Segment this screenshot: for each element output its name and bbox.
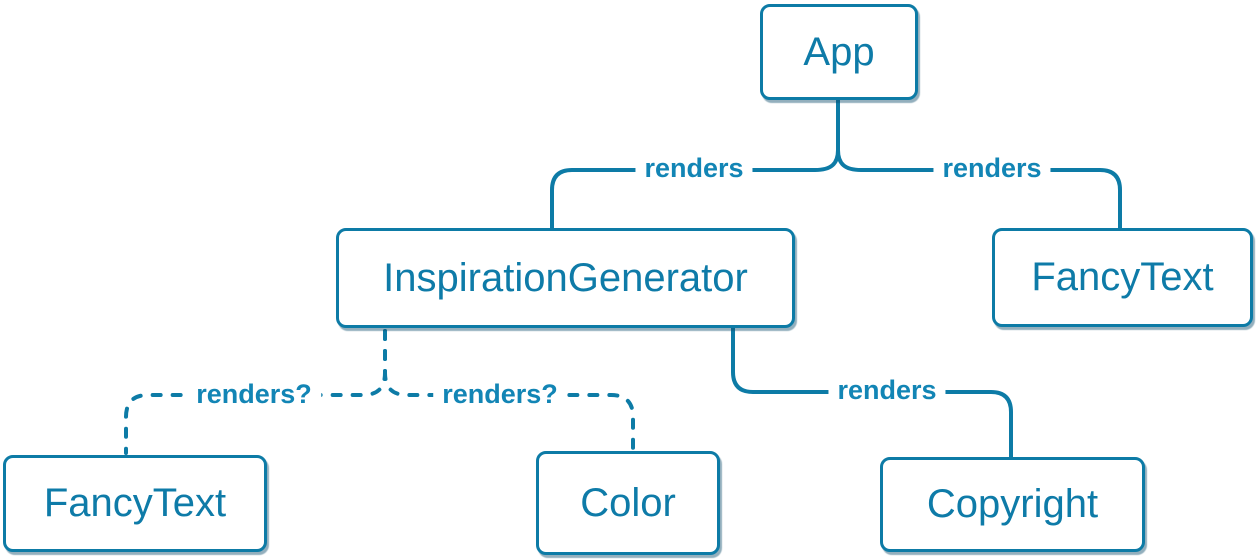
node-app-label: App (803, 29, 875, 74)
edge-label-renders-maybe-fancytext: renders? (187, 379, 321, 411)
edge-label-renders-maybe-color: renders? (433, 379, 567, 411)
node-color: Color (536, 451, 720, 555)
edge-label-renders-app-fancytext: renders (933, 153, 1051, 185)
edge-label-renders-copyright: renders (828, 375, 946, 407)
node-inspiration-generator: InspirationGenerator (336, 228, 795, 328)
node-copyright-label: Copyright (926, 482, 1099, 526)
node-inspiration-generator-label: InspirationGenerator (383, 255, 748, 300)
node-color-label: Color (580, 480, 676, 525)
node-fancy-text-bottom-label: FancyText (43, 481, 227, 525)
node-copyright: Copyright (880, 457, 1145, 552)
node-app: App (760, 4, 918, 100)
node-fancy-text-top-label: FancyText (1031, 255, 1214, 299)
node-fancy-text-top: FancyText (992, 228, 1253, 327)
node-fancy-text-bottom: FancyText (3, 455, 267, 552)
edge-label-renders-app-ig: renders (635, 153, 753, 185)
